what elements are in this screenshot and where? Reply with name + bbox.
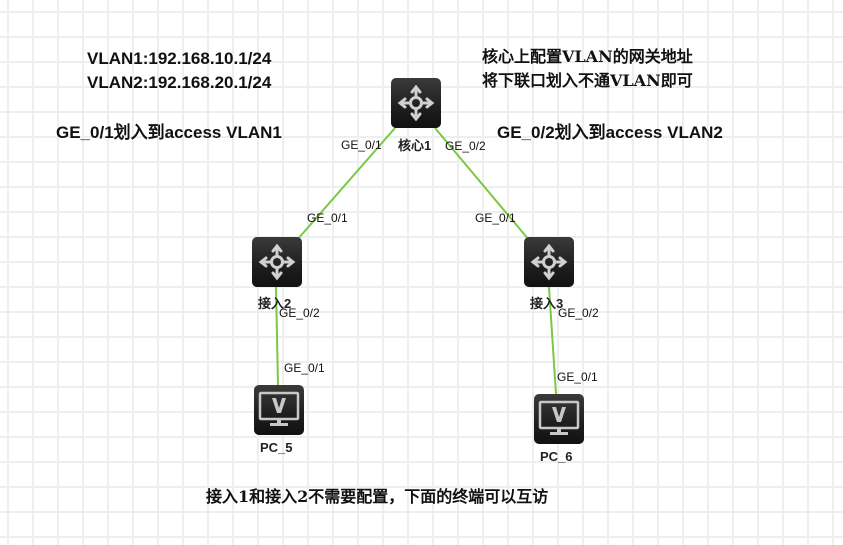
switch-icon: [397, 84, 435, 122]
pc-icon: [538, 400, 580, 435]
vlan2-gateway-note: VLAN2:192.168.20.1/24: [87, 73, 272, 92]
port-label-access2-ge01: GE_0/1: [307, 211, 348, 225]
link-access2-pc5[interactable]: [275, 286, 279, 386]
port-label-pc5-ge01: GE_0/1: [284, 361, 325, 375]
access-switch-3-label: 接入3: [530, 296, 564, 311]
pc-6-label: PC_6: [540, 449, 573, 464]
pc-icon: [258, 391, 300, 426]
port-label-access3-ge01: GE_0/1: [475, 211, 516, 225]
link-access3-pc6[interactable]: [548, 286, 557, 395]
left-port-note: GE_0/1划入到access VLAN1: [56, 123, 282, 142]
core-note-line1: 核心上配置VLAN的网关地址: [482, 47, 693, 66]
port-label-access2-ge02: GE_0/2: [279, 306, 320, 320]
switch-icon: [530, 243, 568, 281]
access-switch-2-label: 接入2: [258, 296, 292, 311]
link-core-access2[interactable]: [296, 127, 396, 241]
port-label-core-ge01: GE_0/1: [341, 138, 382, 152]
pc-5-label: PC_5: [260, 440, 293, 455]
pc-6[interactable]: [534, 394, 584, 444]
port-label-pc6-ge01: GE_0/1: [557, 370, 598, 384]
switch-icon: [258, 243, 296, 281]
port-label-core-ge02: GE_0/2: [445, 139, 486, 153]
access-switch-3[interactable]: [524, 237, 574, 287]
bottom-note: 接入1和接入2不需要配置，下面的终端可以互访: [206, 487, 549, 506]
access-switch-2[interactable]: [252, 237, 302, 287]
right-port-note: GE_0/2划入到access VLAN2: [497, 123, 723, 142]
core-switch-label: 核心1: [398, 138, 432, 153]
port-label-access3-ge02: GE_0/2: [558, 306, 599, 320]
vlan1-gateway-note: VLAN1:192.168.10.1/24: [87, 49, 272, 68]
core-note-line2: 将下联口划入不通VLAN即可: [482, 71, 693, 90]
link-core-access3[interactable]: [434, 127, 530, 241]
pc-5[interactable]: [254, 385, 304, 435]
core-switch[interactable]: [391, 78, 441, 128]
